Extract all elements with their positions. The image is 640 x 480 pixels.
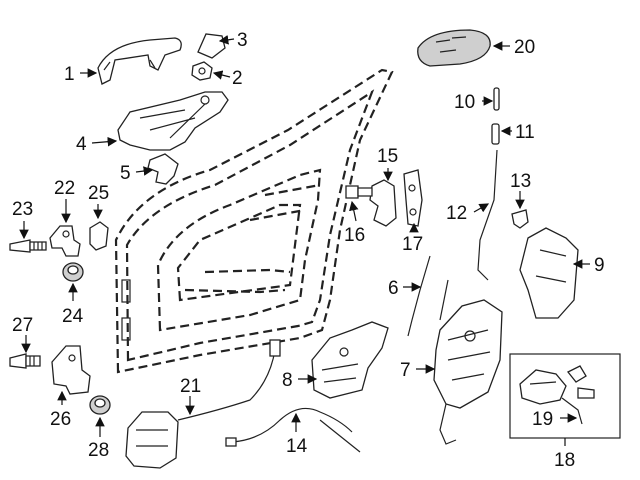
hinge-22 (49, 225, 81, 257)
carrier-bracket (147, 153, 179, 185)
key-fob (417, 29, 491, 67)
kit-box-18 (509, 353, 621, 439)
door-latch (433, 299, 503, 445)
release-rod (407, 255, 449, 337)
callout-5: 5 (120, 163, 131, 184)
callout-28: 28 (88, 440, 109, 461)
hinge-26 (51, 345, 91, 395)
callout-4: 4 (76, 134, 87, 155)
lock-actuator (125, 339, 281, 469)
callout-16: 16 (344, 225, 365, 246)
latch-cover (519, 227, 579, 319)
handle-carrier (117, 91, 229, 151)
bolt-16 (345, 185, 373, 199)
latch-bracket (311, 321, 389, 399)
callout-26: 26 (50, 409, 71, 430)
release-cable (225, 407, 361, 453)
rod-clip-11 (491, 123, 500, 145)
callout-6: 6 (388, 278, 399, 299)
callout-17: 17 (402, 234, 423, 255)
callout-3: 3 (237, 30, 248, 51)
bolt-23 (9, 239, 47, 253)
callout-9: 9 (594, 255, 605, 276)
grommet-24 (62, 262, 84, 282)
callout-25: 25 (88, 183, 109, 204)
callout-14: 14 (286, 436, 308, 457)
callout-19: 19 (532, 409, 553, 430)
cap-25 (89, 221, 109, 251)
grommet-28 (89, 395, 111, 415)
callout-18: 18 (554, 450, 575, 471)
callout-15: 15 (377, 146, 398, 167)
callout-21: 21 (180, 376, 201, 397)
door-frame (114, 68, 394, 374)
callout-11: 11 (515, 122, 535, 143)
leader-lines (19, 35, 590, 446)
lock-rod (477, 149, 498, 281)
callout-1: 1 (64, 64, 75, 85)
callout-27: 27 (12, 315, 33, 336)
handle-cap (197, 33, 226, 59)
rod-end-10 (493, 87, 500, 111)
grommet-13 (511, 209, 529, 229)
plate-17 (403, 169, 423, 227)
callout-7: 7 (400, 360, 411, 381)
callout-13: 13 (510, 171, 531, 192)
callout-2: 2 (232, 68, 243, 89)
callout-labels: 1 2 3 4 5 6 7 8 9 10 11 12 13 14 15 16 1… (12, 30, 605, 471)
callout-8: 8 (282, 370, 293, 391)
outside-handle (97, 37, 182, 85)
callout-20: 20 (514, 37, 535, 58)
handle-clip (191, 61, 213, 81)
callout-10: 10 (454, 92, 475, 113)
callout-23: 23 (12, 199, 33, 220)
callout-22: 22 (54, 178, 75, 199)
callout-12: 12 (446, 203, 467, 224)
striker-15 (369, 179, 397, 227)
bolt-27 (9, 353, 41, 369)
callout-24: 24 (62, 306, 84, 327)
